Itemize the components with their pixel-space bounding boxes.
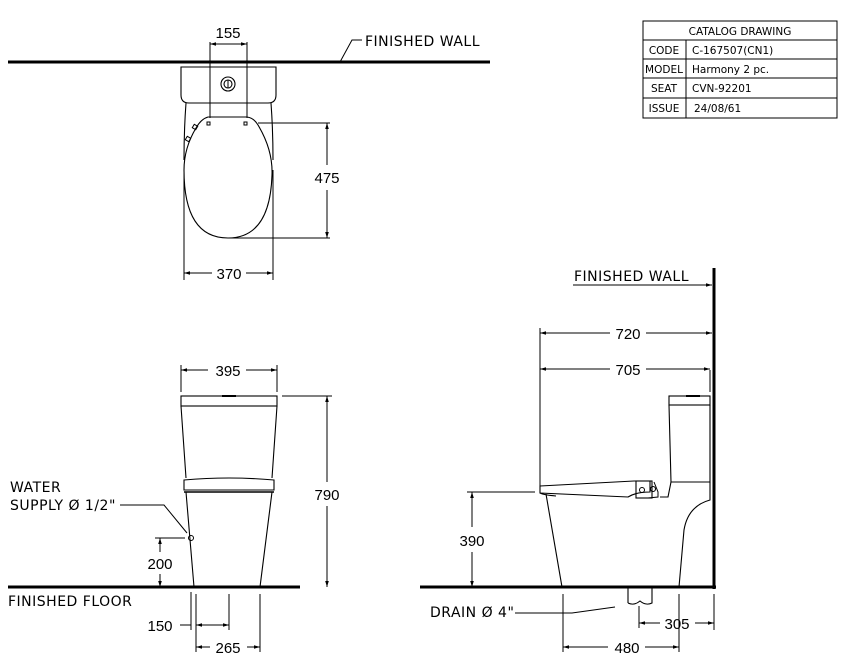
dim-395: 395	[215, 363, 240, 380]
seat-value: CVN-92201	[692, 83, 752, 95]
side-wall-label: FINISHED WALL	[574, 269, 689, 285]
seat-outline	[183, 116, 273, 239]
title-block-heading: CATALOG DRAWING	[689, 26, 792, 38]
dim-480: 480	[614, 640, 639, 657]
title-block: CATALOG DRAWING CODE C-167507(CN1) MODEL…	[642, 20, 838, 119]
dim-370: 370	[216, 266, 241, 283]
side-view: FINISHED WALL 720 705 390 DRAIN Ø 4"	[420, 268, 716, 657]
water-label-line1: WATER	[10, 480, 61, 496]
dim-200: 200	[147, 556, 172, 573]
dim-475: 475	[314, 170, 339, 187]
dim-790: 790	[314, 487, 339, 504]
code-key: CODE	[649, 45, 679, 57]
tank-top	[180, 66, 277, 104]
tank-lid	[180, 395, 278, 407]
dim-705: 705	[615, 362, 640, 379]
dim-720: 720	[615, 326, 640, 343]
model-value: Harmony 2 pc.	[692, 64, 769, 76]
front-view: FINISHED FLOOR WATER SUPPLY Ø 1/2" 395 7…	[8, 363, 340, 657]
issue-key: ISSUE	[649, 103, 680, 115]
water-label-line2: SUPPLY Ø 1/2"	[10, 498, 116, 514]
code-value: C-167507(CN1)	[692, 45, 773, 57]
dim-150: 150	[147, 618, 172, 635]
dim-155: 155	[215, 25, 240, 42]
seat-front	[183, 477, 275, 491]
drain-pipe	[627, 588, 653, 605]
dim-390: 390	[459, 533, 484, 550]
seat-key: SEAT	[651, 83, 678, 95]
dim-265: 265	[215, 640, 240, 657]
floor-label: FINISHED FLOOR	[8, 594, 132, 610]
issue-value: 24/08/61	[694, 103, 741, 115]
top-wall-label: FINISHED WALL	[365, 34, 480, 50]
dim-305: 305	[664, 616, 689, 633]
water-supply-point	[188, 535, 194, 541]
side-tank-lid	[668, 395, 711, 406]
side-seat	[539, 480, 651, 498]
model-key: MODEL	[645, 64, 683, 76]
top-view: FINISHED WALL 155 475 370	[8, 25, 490, 283]
flush-button-icon	[220, 76, 236, 92]
drain-label: DRAIN Ø 4"	[430, 605, 514, 621]
